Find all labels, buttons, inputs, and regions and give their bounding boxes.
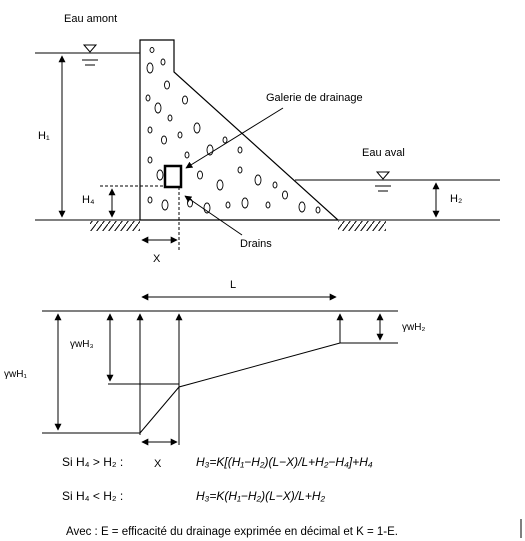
case1-condition: Si H₄ > H₂ : [62,455,123,469]
bottom-diagram: L γwH₁ γwH₃ γwH₂ X [4,279,425,470]
gw-h2-label: γwH₂ [402,322,425,333]
drains-pointer [184,195,243,236]
upstream-water-label: Eau amont [64,13,117,25]
gallery-label: Galerie de drainage [266,92,363,104]
drains-label: Drains [240,238,272,250]
downstream-water-label: Eau aval [362,147,405,159]
foundation-hatch-left [90,221,140,231]
top-diagram: Eau amont Eau aval H₁ H₄ H₂ X Galerie de… [35,13,500,265]
uplift-pressure-line [139,342,341,434]
gw-h1-label: γwH₁ [4,369,27,380]
downstream-water-symbol [375,171,391,180]
x-label-bottom: X [154,458,162,470]
h2-label: H₂ [450,193,462,205]
gw-h3-label: γwH₃ [70,339,94,350]
footnote: Avec : E = efficacité du drainage exprim… [66,526,398,538]
foundation-hatch-right [338,221,386,231]
case2-equation: H₃=K(H₁−H₂)(L−X)/L+H₂ [196,489,325,503]
case2-condition: Si H₄ < H₂ : [62,489,123,503]
dam-body [139,39,340,221]
gallery-pointer [185,107,284,169]
h4-label: H₄ [82,194,95,206]
case1-equation: H₃=K[(H₁−H₂)(L−X)/L+H₂−H₄]+H₄ [196,455,373,469]
x-label-top: X [153,253,161,265]
drainage-gallery [163,164,183,189]
formulas: Si H₄ > H₂ : H₃=K[(H₁−H₂)(L−X)/L+H₂−H₄]+… [62,455,398,538]
l-label: L [230,279,236,291]
h1-label: H₁ [38,130,50,142]
upstream-water-symbol [82,44,98,53]
dam-aggregate-pattern [145,47,321,214]
